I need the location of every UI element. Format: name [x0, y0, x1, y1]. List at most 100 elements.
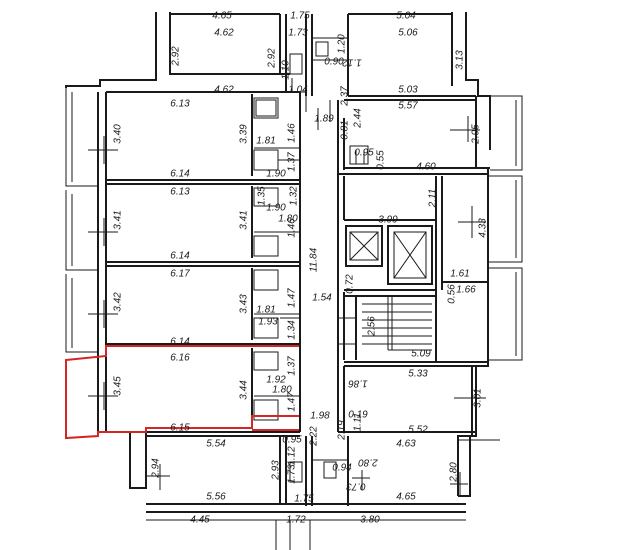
dimension-label-br-c: 2.22 [309, 426, 320, 447]
dimension-label-a4-w: 6.16 [170, 353, 190, 364]
dimension-label-top-small-7: 1.12 [342, 56, 362, 67]
dimension-label-lb-b3: 2.93 [271, 460, 282, 481]
dimension-label-corr-w: 1.54 [312, 293, 332, 304]
dimension-label-lt-top-bath-h: 2.92 [267, 48, 278, 69]
dimension-label-a4-b1: 1.92 [266, 375, 286, 386]
dimension-label-lobby-w: 3.99 [378, 215, 398, 226]
balconies [65, 88, 523, 441]
dimension-label-r3-h: 1.86 [348, 377, 368, 388]
dimension-label-hall-c: 1.89 [314, 114, 334, 125]
dimension-label-lift-room-h: 4.33 [478, 218, 489, 238]
dimension-label-lobby-h: 2.11 [428, 189, 439, 209]
dimension-label-rt-top-w: 5.06 [398, 28, 418, 39]
dimension-label-top-small-1: 1.75 [290, 11, 310, 22]
dimension-label-lb-b4: 1.73 [287, 464, 298, 484]
dimension-label-stair-a: 0.56 [447, 284, 458, 304]
dimension-label-r3-c: 1.11 [353, 413, 364, 432]
dimension-label-lb-b1: 0.95 [282, 435, 302, 446]
dimension-label-a4-h: 3.45 [113, 376, 124, 396]
dimension-label-a2-b1: 1.90 [266, 203, 286, 214]
dimension-label-a3-b4: 1.34 [287, 320, 298, 340]
dimension-label-rb-w: 4.63 [396, 439, 416, 450]
dimension-label-a1-w: 6.13 [170, 99, 190, 110]
dimension-label-stair-w: 5.09 [411, 349, 431, 360]
dimension-label-a3-b2: 1.47 [287, 288, 298, 308]
dimension-label-a1-b1: 1.81 [256, 136, 275, 147]
dimension-label-top-small-2: 1.73 [288, 28, 308, 39]
dimension-label-a2-b0b: 1.32 [289, 186, 300, 206]
dimension-label-bot-r: 3.80 [360, 515, 380, 526]
dimension-label-lb-h: 2.94 [151, 458, 162, 479]
dimension-label-a1-b3: 1.37 [287, 152, 298, 172]
dimension-label-lb-b2: 1.12 [287, 446, 298, 466]
dimension-label-rt-top-partial: 5.04 [396, 11, 416, 22]
dimension-label-a3-b3: 1.93 [258, 317, 278, 328]
dimension-label-a1-b4: 1.90 [266, 169, 286, 180]
dimension-label-a4-b2: 1.80 [272, 385, 292, 396]
dimension-label-a3-h: 3.42 [113, 292, 124, 312]
dimension-label-a4-b0: 1.37 [287, 356, 298, 376]
central-corridor [299, 96, 345, 432]
dimension-label-a1-b2: 1.46 [287, 123, 298, 143]
dimension-label-bot-l: 4.45 [190, 515, 210, 526]
lift-lobby [338, 173, 488, 292]
dimension-label-rb-h2: 2.80 [449, 462, 460, 483]
dimension-label-hall-b: 2.44 [353, 108, 364, 129]
dimension-label-corr-len: 11.84 [309, 247, 320, 272]
dimension-label-a2-h: 3.41 [113, 210, 124, 229]
dimension-label-top-small-4: 1.04 [288, 85, 308, 96]
dimension-label-r3-w: 5.33 [408, 369, 428, 380]
dimension-label-a3-w2: 6.14 [170, 337, 190, 348]
dimension-label-a4-b3: 1.47 [287, 392, 298, 412]
dimension-label-top-small-3: 1.10 [281, 60, 292, 80]
dimension-label-lt-top-w: 4.62 [214, 28, 234, 39]
dimension-label-r2-h: 2.95 [471, 124, 482, 145]
dimension-label-rt-top-h: 3.13 [455, 50, 466, 70]
dimension-label-a1-h2: 3.39 [239, 124, 250, 144]
dimension-label-a3-h2: 3.43 [239, 294, 250, 314]
dimension-label-a1-h: 3.40 [113, 124, 124, 144]
dimension-label-a3-w: 6.17 [170, 269, 190, 280]
dimension-label-rb-w2: 4.65 [396, 492, 416, 503]
dimension-label-r3-w2: 5.52 [408, 425, 428, 436]
bottom-apartments [146, 435, 468, 550]
dimension-labels: 4.65 4.62 2.92 4.62 2.92 1.75 1.73 1.10 1.04 0.90… [113, 11, 489, 526]
dimension-label-r2-w: 5.57 [398, 101, 418, 112]
dimension-label-hall-a: 2.37 [340, 86, 351, 107]
right-upper-apartment [344, 99, 488, 169]
dimension-label-a2-w2: 6.14 [170, 251, 190, 262]
dimension-label-lb-w2: 5.56 [206, 492, 226, 503]
dimension-label-stair-c: 2.56 [367, 316, 378, 337]
dimension-label-a2-b2: 1.80 [278, 214, 298, 225]
dimension-label-r2-small-w: 0.95 [354, 148, 374, 159]
dimension-label-r2-w2: 4.60 [416, 162, 436, 173]
dimension-label-lb-b5: 0.94 [332, 463, 352, 474]
right-lower-apartment [338, 365, 486, 433]
stairwell [338, 289, 488, 363]
dimension-label-a4-h2: 3.44 [239, 380, 250, 400]
dimension-label-lobby-small: 0.72 [345, 274, 356, 294]
dimension-label-lt-top-partial: 4.65 [212, 11, 232, 22]
dimension-label-top-small-6: 1.20 [337, 34, 348, 54]
dimension-label-lift-room-w: 1.61 [450, 269, 469, 280]
dimension-label-rb-small: 0.73 [346, 480, 366, 491]
dimension-label-a2-b0: 1.35 [257, 186, 268, 206]
dimension-label-lt-top-h: 2.92 [171, 46, 182, 67]
dimension-label-r3-d: 0.19 [348, 410, 368, 421]
dimension-label-bot-m: 1.72 [286, 515, 306, 526]
dimension-label-a3-b1: 1.81 [256, 305, 275, 316]
dimension-label-lb-b6: 1.75 [294, 494, 314, 505]
dimension-label-a4-w2: 6.15 [170, 423, 190, 434]
dimension-label-top-small-5: 0.90 [324, 57, 344, 68]
dimension-label-r3-h2: 3.01 [473, 388, 484, 407]
dimension-label-lt-top-w2: 4.62 [214, 85, 234, 96]
dimension-label-lb-w: 5.54 [206, 439, 226, 450]
dimension-label-a2-b3: 1.46 [287, 218, 298, 238]
dimension-label-stair-b: 1.66 [456, 285, 476, 296]
dimension-label-hall-d: 0.81 [340, 120, 351, 139]
dimension-label-rt-top-w2: 5.03 [398, 85, 418, 96]
dimension-label-a1-w2: 6.14 [170, 169, 190, 180]
dimension-label-rb-h: 2.80 [358, 456, 379, 467]
dimension-label-a2-h2: 3.41 [239, 210, 250, 229]
